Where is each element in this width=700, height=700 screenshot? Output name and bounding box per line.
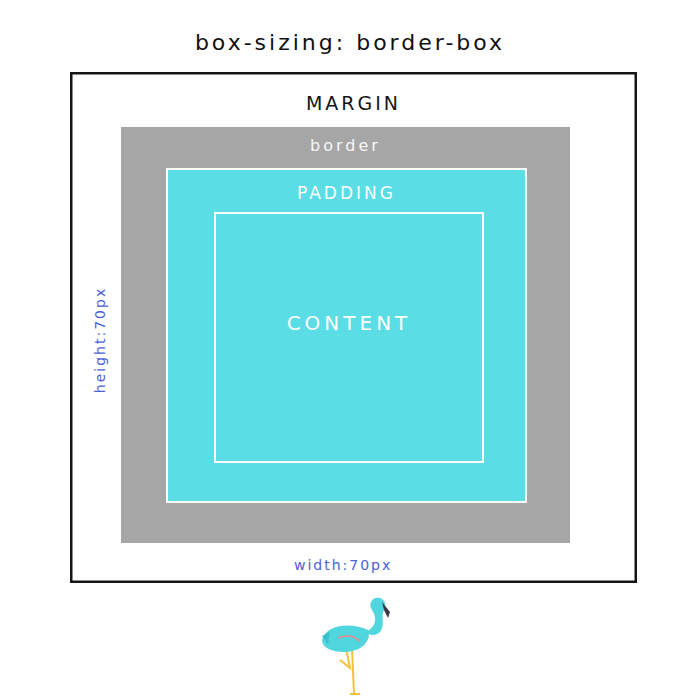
- dimension-label: width:70px: [294, 557, 392, 573]
- content-box: CONTENT: [214, 212, 484, 463]
- flamingo-logo: [322, 598, 390, 694]
- padding-box: CONTENT PADDING: [166, 168, 527, 503]
- box-label: border: [310, 136, 381, 155]
- dimension-label: height:70px: [92, 287, 108, 393]
- box-label: PADDING: [297, 183, 396, 203]
- box-label: MARGIN: [306, 92, 401, 114]
- border-box: CONTENT PADDING border: [121, 127, 570, 543]
- diagram-title: box-sizing: border-box: [195, 30, 505, 55]
- margin-box: CONTENT PADDING border MARGIN: [70, 72, 637, 583]
- box-label: CONTENT: [287, 311, 412, 335]
